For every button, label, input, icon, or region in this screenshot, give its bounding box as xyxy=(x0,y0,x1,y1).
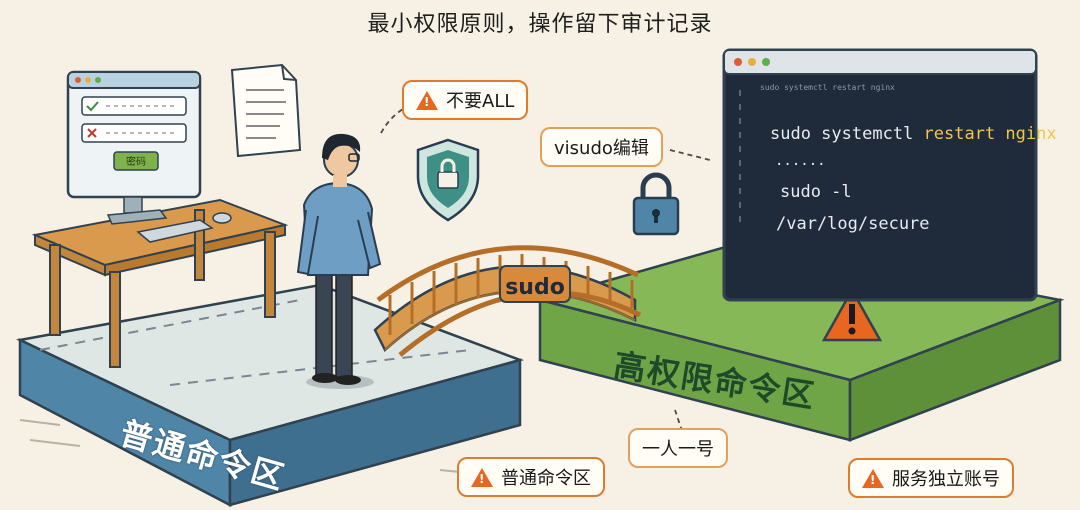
terminal-command: sudo systemctl xyxy=(770,124,924,144)
terminal-header-text: sudo systemctl restart nginx xyxy=(760,83,895,92)
callout-normal-zone-text: 普通命令区 xyxy=(501,468,591,489)
document-icon xyxy=(230,63,302,158)
callout-no-all-text: 不要ALL xyxy=(446,91,515,112)
shield-lock-icon xyxy=(416,138,480,222)
terminal-highlight: restart nginx xyxy=(923,124,1057,144)
callout-no-all: 不要ALL xyxy=(402,80,529,120)
person-figure xyxy=(296,133,382,389)
bridge-label: sudo xyxy=(505,275,565,300)
login-monitor xyxy=(66,70,232,243)
warning-icon xyxy=(471,467,493,487)
terminal-line-3: sudo -l xyxy=(780,182,852,202)
warning-triangle-icon xyxy=(821,287,883,342)
callout-one-person: 一人一号 xyxy=(628,428,728,468)
callout-normal-zone: 普通命令区 xyxy=(457,457,605,497)
callout-visudo: visudo编辑 xyxy=(540,127,663,167)
callout-service-account-text: 服务独立账号 xyxy=(892,469,1000,490)
sudo-bridge xyxy=(373,245,642,357)
terminal-line-4: /var/log/secure xyxy=(776,214,930,234)
callout-service-account: 服务独立账号 xyxy=(848,458,1014,498)
warning-icon xyxy=(416,90,438,110)
warning-icon xyxy=(862,468,884,488)
monitor-button-label: 密码 xyxy=(126,155,146,168)
callout-one-person-text: 一人一号 xyxy=(642,439,714,460)
page-title: 最小权限原则，操作留下审计记录 xyxy=(367,12,713,37)
terminal-line-1: sudo systemctl restart nginx xyxy=(770,124,1057,144)
callout-visudo-text: visudo编辑 xyxy=(554,138,649,159)
padlock-icon xyxy=(632,172,680,236)
terminal-window xyxy=(722,48,1038,302)
terminal-line-2: ...... xyxy=(775,153,826,169)
